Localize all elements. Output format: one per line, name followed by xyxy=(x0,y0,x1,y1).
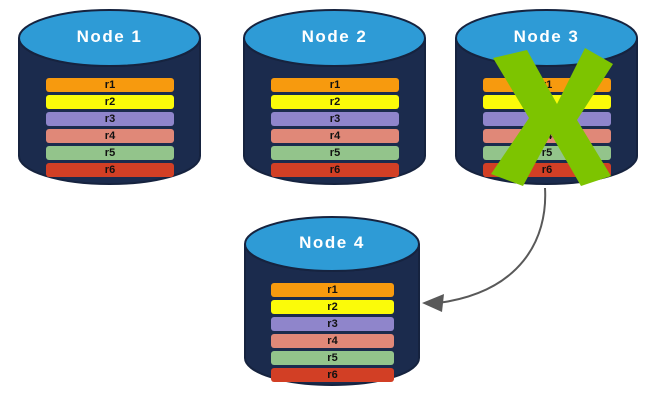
node-2-row-r1: r1 xyxy=(271,78,399,92)
node-1-row-r3: r3 xyxy=(46,112,174,126)
node-4-row-r1: r1 xyxy=(271,283,394,297)
node-2-row-r5: r5 xyxy=(271,146,399,160)
node-1-row-r6: r6 xyxy=(46,163,174,177)
node-2-row-r2: r2 xyxy=(271,95,399,109)
node-2-row-r4: r4 xyxy=(271,129,399,143)
node-4-row-r3: r3 xyxy=(271,317,394,331)
node-1-row-r5: r5 xyxy=(46,146,174,160)
node-2-row-r6: r6 xyxy=(271,163,399,177)
node-2-row-r3: r3 xyxy=(271,112,399,126)
node-4-row-r5: r5 xyxy=(271,351,394,365)
node-4-row-r4: r4 xyxy=(271,334,394,348)
node-1-row-r4: r4 xyxy=(46,129,174,143)
node-4-rows: r1 r2 r3 r4 r5 r6 xyxy=(271,283,394,382)
node-2-rows: r1 r2 r3 r4 r5 r6 xyxy=(271,78,399,177)
node-4-cylinder xyxy=(244,216,420,386)
node-1-rows: r1 r2 r3 r4 r5 r6 xyxy=(46,78,174,177)
node-4-row-r2: r2 xyxy=(271,300,394,314)
node-4-row-r6: r6 xyxy=(271,368,394,382)
node-1-row-r2: r2 xyxy=(46,95,174,109)
node-1-row-r1: r1 xyxy=(46,78,174,92)
